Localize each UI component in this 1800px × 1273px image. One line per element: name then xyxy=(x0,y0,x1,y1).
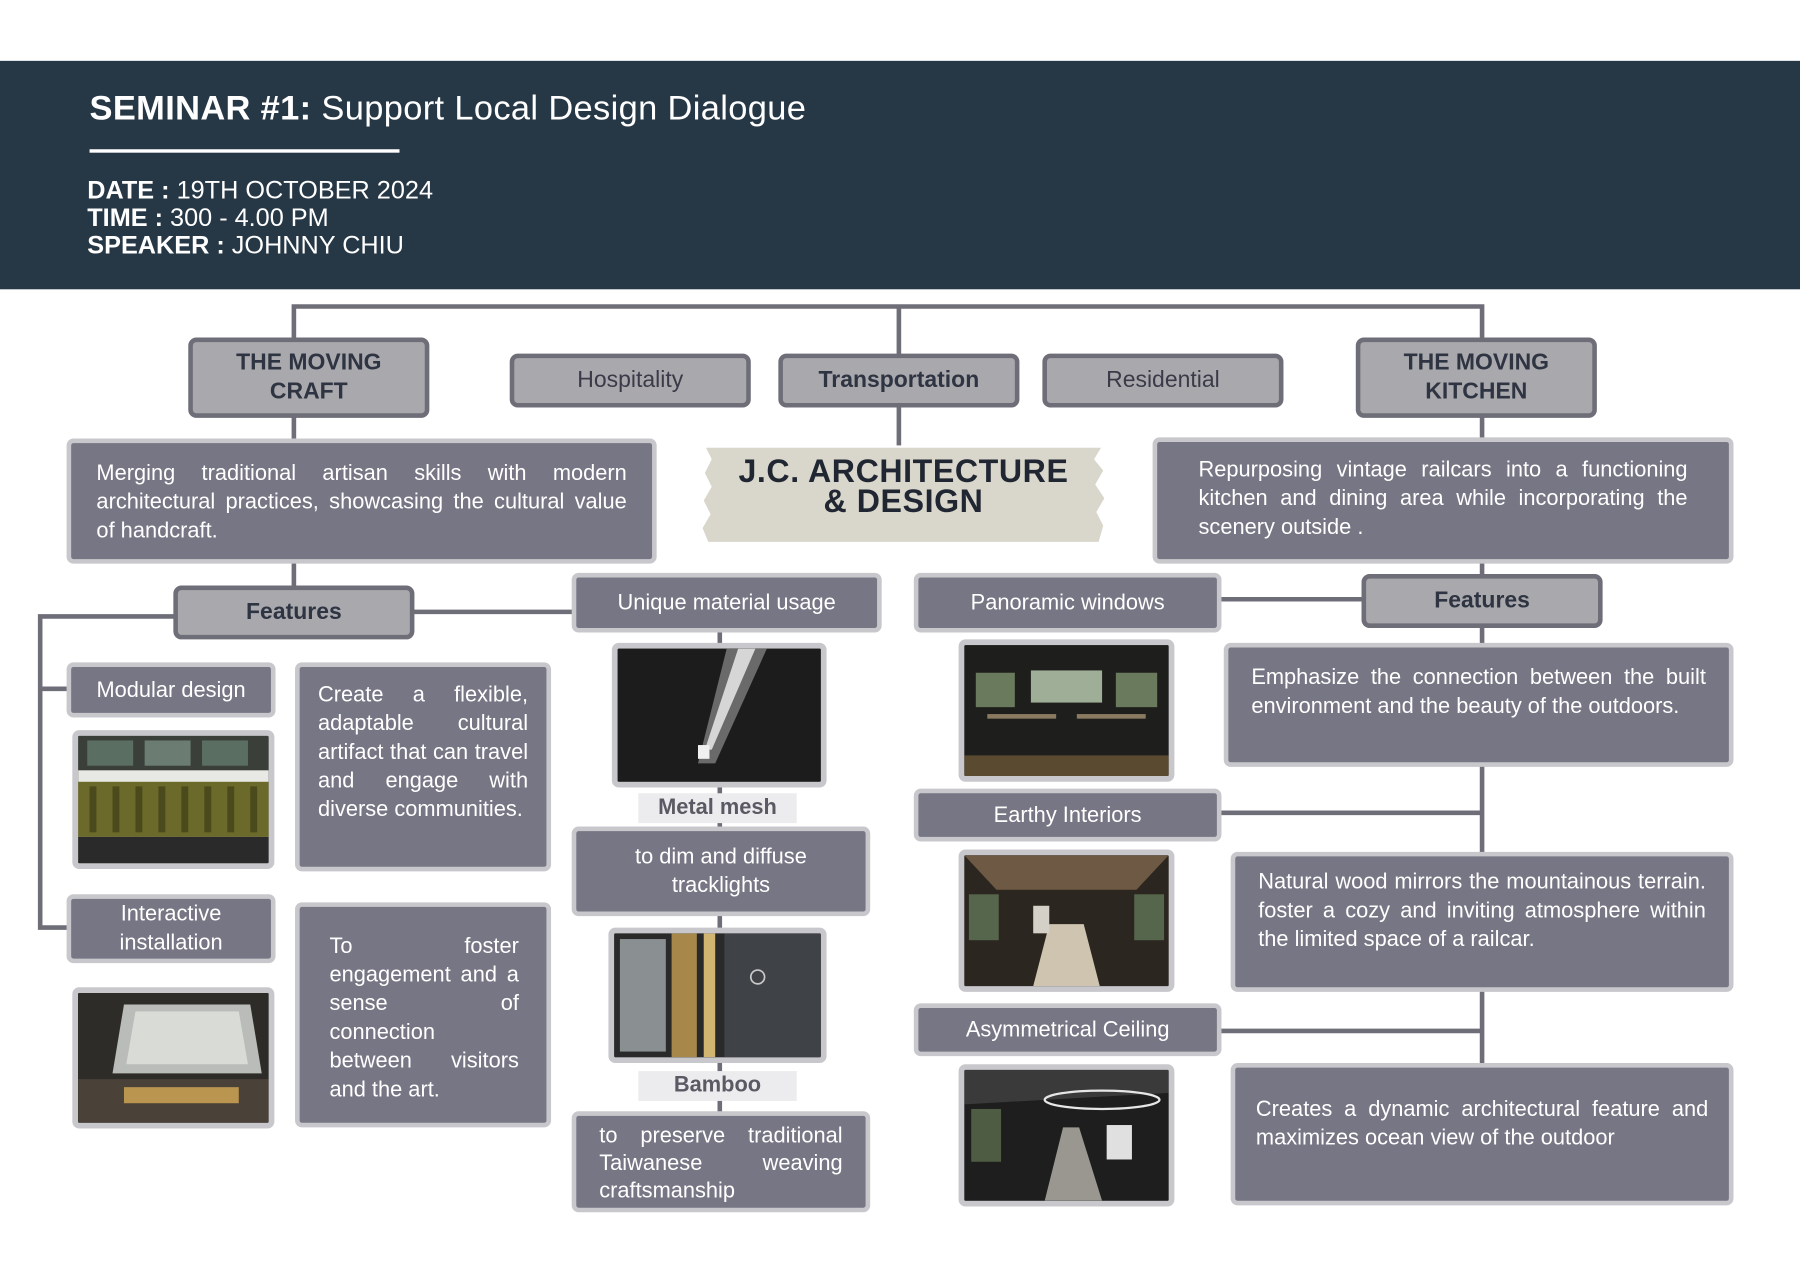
bamboo-label: Bamboo xyxy=(638,1071,797,1101)
features-left-branch xyxy=(37,614,175,930)
moving-kitchen-label: THE MOVING KITCHEN xyxy=(1403,350,1550,405)
wood-interior-photo xyxy=(964,855,1169,987)
time-line: TIME : 300 - 4.00 PM xyxy=(87,203,328,233)
metal-mesh-description-box: to dim and diffuse tracklights xyxy=(571,826,871,917)
panoramic-windows-tag: Panoramic windows xyxy=(913,572,1222,633)
date-value: 19TH OCTOBER 2024 xyxy=(169,175,433,205)
photo-bamboo xyxy=(608,927,827,1064)
center-title: J.C. ARCHITECTURE & DESIGN xyxy=(701,453,1105,519)
center-title-line1: J.C. ARCHITECTURE xyxy=(738,453,1069,490)
modular-design-tag: Modular design xyxy=(66,662,276,718)
top-bracket xyxy=(291,304,1485,340)
kitchen-features-pill[interactable]: Features xyxy=(1361,574,1603,628)
cabin-window-photo xyxy=(78,993,269,1123)
bamboo-description-box: to preserve traditional Taiwanese weavin… xyxy=(571,1111,871,1213)
modular-design-label: Modular design xyxy=(96,677,246,703)
category-moving-craft[interactable]: THE MOVING CRAFT xyxy=(188,337,430,418)
panoramic-windows-label: Panoramic windows xyxy=(970,590,1165,615)
craft-description-box: Merging traditional artisan skills with … xyxy=(66,438,657,564)
ceiling-description: Creates a dynamic architectural feature … xyxy=(1255,1097,1709,1151)
page-title: SEMINAR #1: Support Local Design Dialogu… xyxy=(90,90,807,129)
metal-mesh-photo xyxy=(617,648,821,782)
panoramic-dining-photo xyxy=(964,645,1169,777)
kitchen-description-box: Repurposing vintage railcars into a func… xyxy=(1152,437,1734,564)
train-seats-photo xyxy=(78,735,269,864)
photo-ceiling xyxy=(958,1064,1175,1207)
craft-features-label: Features xyxy=(246,599,342,625)
speaker-line: SPEAKER : JOHNNY CHIU xyxy=(87,231,404,261)
photo-metal-mesh xyxy=(611,642,827,788)
metal-mesh-label: Metal mesh xyxy=(638,793,797,824)
metal-mesh-description: to dim and diffuse tracklights xyxy=(635,844,807,898)
kitchen-description: Repurposing vintage railcars into a func… xyxy=(1198,458,1688,540)
panoramic-description-box: Emphasize the connection between the bui… xyxy=(1223,642,1734,767)
moving-craft-label: THE MOVING CRAFT xyxy=(236,350,382,405)
speaker-label: SPEAKER : xyxy=(87,230,225,260)
ceiling-kitchen-photo xyxy=(964,1069,1169,1201)
bamboo-description: to preserve traditional Taiwanese weavin… xyxy=(599,1123,843,1204)
panoramic-description: Emphasize the connection between the bui… xyxy=(1251,665,1706,719)
photo-earthy xyxy=(958,849,1175,992)
time-label: TIME : xyxy=(87,203,164,232)
residential-label: Residential xyxy=(1106,367,1220,393)
date-label: DATE : xyxy=(87,175,170,205)
category-transportation[interactable]: Transportation xyxy=(778,353,1020,408)
interactive-description: To foster engagement and a sense of conn… xyxy=(329,934,519,1103)
date-line: DATE : 19TH OCTOBER 2024 xyxy=(87,176,433,206)
asymmetrical-ceiling-tag: Asymmetrical Ceiling xyxy=(913,1003,1222,1057)
center-title-line2: & DESIGN xyxy=(823,483,984,519)
title-underline xyxy=(89,149,400,153)
kitchen-features-label: Features xyxy=(1434,587,1530,614)
center-banner-shape xyxy=(702,447,1105,542)
photo-modular xyxy=(72,730,275,870)
title-rest: Support Local Design Dialogue xyxy=(311,89,807,128)
bamboo-wall-photo xyxy=(614,933,821,1058)
modular-description-box: Create a flexible, adaptable cultural ar… xyxy=(295,662,552,872)
hospitality-label: Hospitality xyxy=(577,367,684,393)
modular-description: Create a flexible, adaptable cultural ar… xyxy=(317,683,529,822)
craft-features-pill[interactable]: Features xyxy=(173,585,415,640)
header-banner: SEMINAR #1: Support Local Design Dialogu… xyxy=(0,60,1800,290)
speaker-value: JOHNNY CHIU xyxy=(224,230,404,260)
interactive-installation-label: Interactive installation xyxy=(119,902,223,956)
ceiling-description-box: Creates a dynamic architectural feature … xyxy=(1230,1063,1734,1206)
category-hospitality[interactable]: Hospitality xyxy=(509,353,751,408)
time-value: 300 - 4.00 PM xyxy=(163,203,329,232)
material-usage-label: Unique material usage xyxy=(617,590,836,615)
earthy-description-box: Natural wood mirrors the mountainous ter… xyxy=(1230,851,1734,992)
category-moving-kitchen[interactable]: THE MOVING KITCHEN xyxy=(1355,337,1597,418)
transportation-label: Transportation xyxy=(818,367,980,393)
photo-panoramic xyxy=(958,639,1175,782)
interactive-description-box: To foster engagement and a sense of conn… xyxy=(295,902,552,1128)
interactive-installation-tag: Interactive installation xyxy=(66,894,276,964)
earthy-description: Natural wood mirrors the mountainous ter… xyxy=(1258,870,1706,952)
asymmetrical-ceiling-label: Asymmetrical Ceiling xyxy=(965,1017,1170,1042)
material-usage-tag: Unique material usage xyxy=(571,572,882,633)
photo-interactive xyxy=(72,987,275,1129)
craft-description: Merging traditional artisan skills with … xyxy=(96,461,627,544)
title-bold: SEMINAR #1: xyxy=(89,89,312,128)
earthy-interiors-tag: Earthy Interiors xyxy=(913,788,1222,842)
category-residential[interactable]: Residential xyxy=(1042,353,1284,408)
earthy-interiors-label: Earthy Interiors xyxy=(993,803,1142,828)
